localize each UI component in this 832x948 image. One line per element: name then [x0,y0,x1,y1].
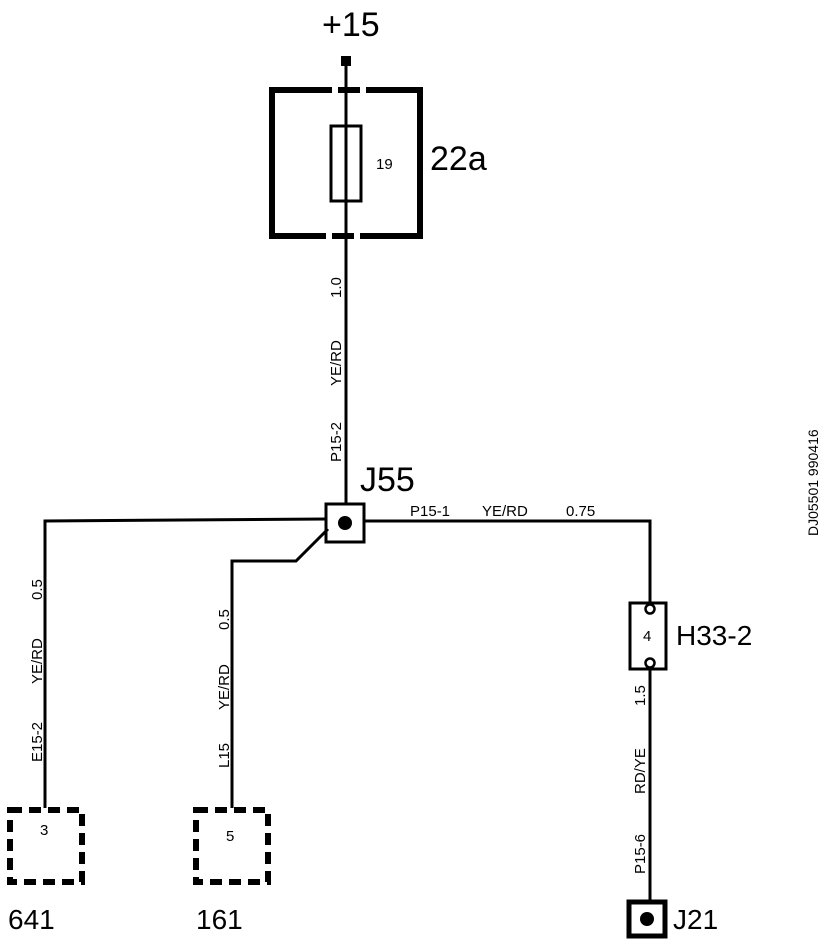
component-161-id: 161 [196,904,243,935]
component-161-box [193,807,271,885]
main-wire-size: 1.0 [328,277,345,298]
connector-h33-2: 4 [628,601,668,671]
ground-junction-dot [640,912,654,926]
main-wire-color: YE/RD [328,340,345,386]
supply-label: +15 [322,6,380,44]
connector-id: H33-2 [676,620,752,651]
fuse-box-id: 22a [430,140,487,178]
supply-terminal [341,56,351,66]
junction-box [324,502,366,544]
left-wire-1-circuit: E15-2 [29,722,46,762]
left-wire-2 [230,527,330,808]
junction-id: J55 [360,461,415,499]
fuse-number: 19 [376,156,393,173]
down-wire-circuit: P15-6 [632,834,649,874]
junction-dot [338,516,352,530]
component-641-box [7,807,85,885]
right-wire-size: 0.75 [566,503,595,520]
left-wire-1-labels: E15-2 YE/RD 0.5 [29,579,46,762]
main-wire-labels: P15-2 YE/RD 1.0 [328,277,345,462]
ground-junction-id: J21 [673,904,718,935]
left-wire-1 [43,517,327,808]
down-wire-labels: P15-6 RD/YE 1.5 [632,685,649,874]
left-wire-2-labels: L15 YE/RD 0.5 [216,609,233,768]
main-wire-circuit: P15-2 [328,422,345,462]
component-641-id: 641 [8,904,55,935]
right-wire-color: YE/RD [482,503,528,520]
left-wire-2-circuit: L15 [216,743,233,768]
left-wire-1-size: 0.5 [29,579,46,600]
down-wire-color: RD/YE [632,748,649,794]
left-wire-2-color: YE/RD [216,664,233,710]
right-wire [364,519,652,604]
down-wire-size: 1.5 [632,685,649,706]
fuse-box: 19 [269,87,423,239]
drawing-id: DJ05501 990416 [805,429,821,536]
right-wire-circuit: P15-1 [410,503,450,520]
component-641-pin: 3 [40,822,48,839]
left-wire-1-color: YE/RD [29,638,46,684]
left-wire-2-size: 0.5 [216,609,233,630]
connector-pin: 4 [643,628,651,645]
component-161-pin: 5 [226,828,234,845]
